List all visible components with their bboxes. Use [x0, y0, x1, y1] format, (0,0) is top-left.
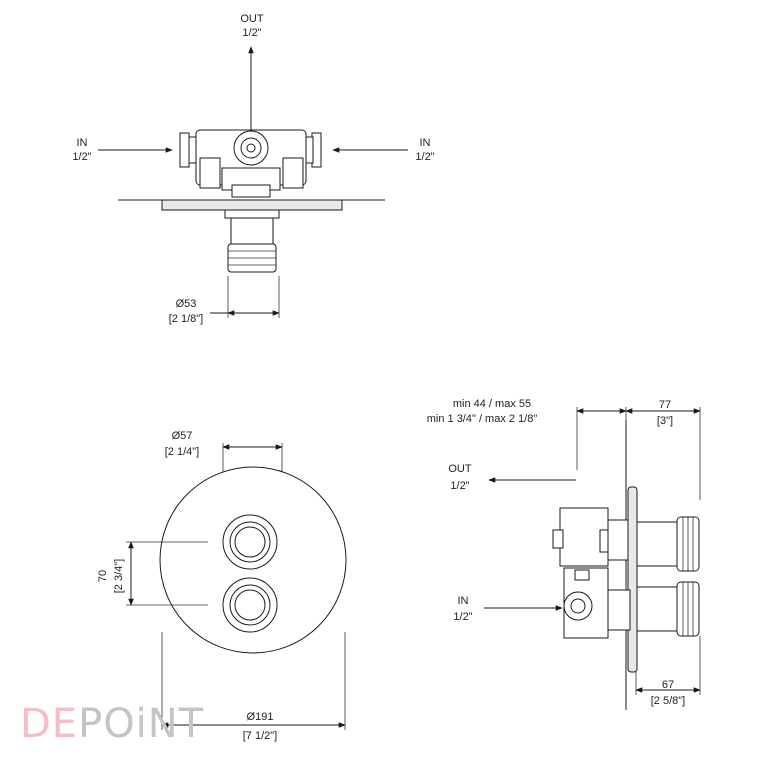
side-out-size: 1/2" — [450, 480, 469, 492]
top-out-label: OUT — [240, 13, 264, 25]
knob-upper-side — [636, 516, 700, 572]
side-in-size: 1/2" — [453, 611, 472, 623]
top-in-left-size: 1/2" — [72, 151, 91, 163]
side-out-label: OUT — [448, 463, 472, 475]
top-in-right-size: 1/2" — [415, 151, 434, 163]
side-depth-line1: min 44 / max 55 — [453, 398, 531, 410]
front-spacing-mm: 70 — [97, 570, 109, 582]
watermark-text: DEPOiNT — [20, 701, 204, 747]
side-knob-in: [2 5/8"] — [651, 695, 685, 707]
knob-upper-front — [222, 514, 278, 570]
side-total-in: [3"] — [657, 415, 673, 427]
cover-plate-side — [627, 486, 638, 673]
top-out-size: 1/2" — [242, 27, 261, 39]
front-view: Ø57 [2 1/4"] 70 [2 3/4"] Ø191 [7 1/2"] — [97, 430, 347, 742]
watermark-logo: DEPOiNT — [20, 701, 204, 747]
top-dia-in: [2 1/8"] — [169, 313, 203, 325]
front-spacing-in: [2 3/4"] — [113, 559, 125, 593]
front-plate-dia-in: [7 1/2"] — [243, 730, 277, 742]
knob-top-view — [224, 209, 280, 273]
knob-lower-side — [636, 581, 700, 637]
top-view: OUT 1/2" IN 1/2" IN 1/2" — [72, 13, 434, 325]
side-view: min 44 / max 55 min 1 3/4" / max 2 1/8" … — [427, 398, 701, 710]
front-knob-dia-mm: Ø57 — [172, 430, 193, 442]
valve-body-top — [179, 129, 322, 198]
side-depth-line2: min 1 3/4" / max 2 1/8" — [427, 413, 538, 425]
valve-body-side — [552, 507, 631, 639]
side-total-mm: 77 — [659, 399, 671, 411]
top-in-left-label: IN — [77, 137, 88, 149]
front-knob-dia-in: [2 1/4"] — [165, 446, 199, 458]
side-knob-mm: 67 — [662, 679, 674, 691]
front-plate-dia-mm: Ø191 — [247, 711, 274, 723]
side-in-label: IN — [458, 595, 469, 607]
top-dia-mm: Ø53 — [176, 298, 197, 310]
knob-lower-front — [222, 577, 278, 633]
top-in-right-label: IN — [420, 137, 431, 149]
watermark-rest: POiNT — [78, 701, 204, 747]
watermark-de: DE — [20, 701, 78, 747]
cover-plate-top — [161, 199, 343, 211]
